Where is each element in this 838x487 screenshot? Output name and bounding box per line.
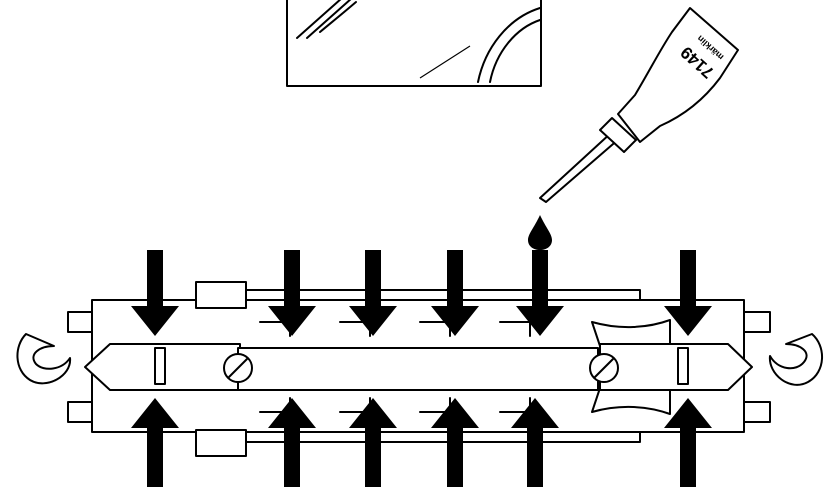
arrows-bottom <box>131 398 712 487</box>
locomotive-chassis <box>16 281 824 457</box>
arrow-up-icon <box>268 398 316 487</box>
arrow-down-icon <box>664 250 712 336</box>
oil-drop <box>528 215 552 250</box>
arrow-up-icon <box>511 398 559 487</box>
arrows-top <box>131 250 712 336</box>
arrow-up-icon <box>431 398 479 487</box>
screw-icon <box>223 353 253 383</box>
arrow-down-icon <box>349 250 397 336</box>
arrow-up-icon <box>131 398 179 487</box>
oil-bottle: 7149 märklin <box>539 7 739 203</box>
detail-inset <box>286 0 542 87</box>
screw-icon <box>589 353 619 383</box>
arrow-down-icon <box>516 250 564 336</box>
arrow-up-icon <box>349 398 397 487</box>
arrow-up-icon <box>664 398 712 487</box>
arrow-down-icon <box>268 250 316 336</box>
arrow-down-icon <box>431 250 479 336</box>
arrow-down-icon <box>131 250 179 336</box>
